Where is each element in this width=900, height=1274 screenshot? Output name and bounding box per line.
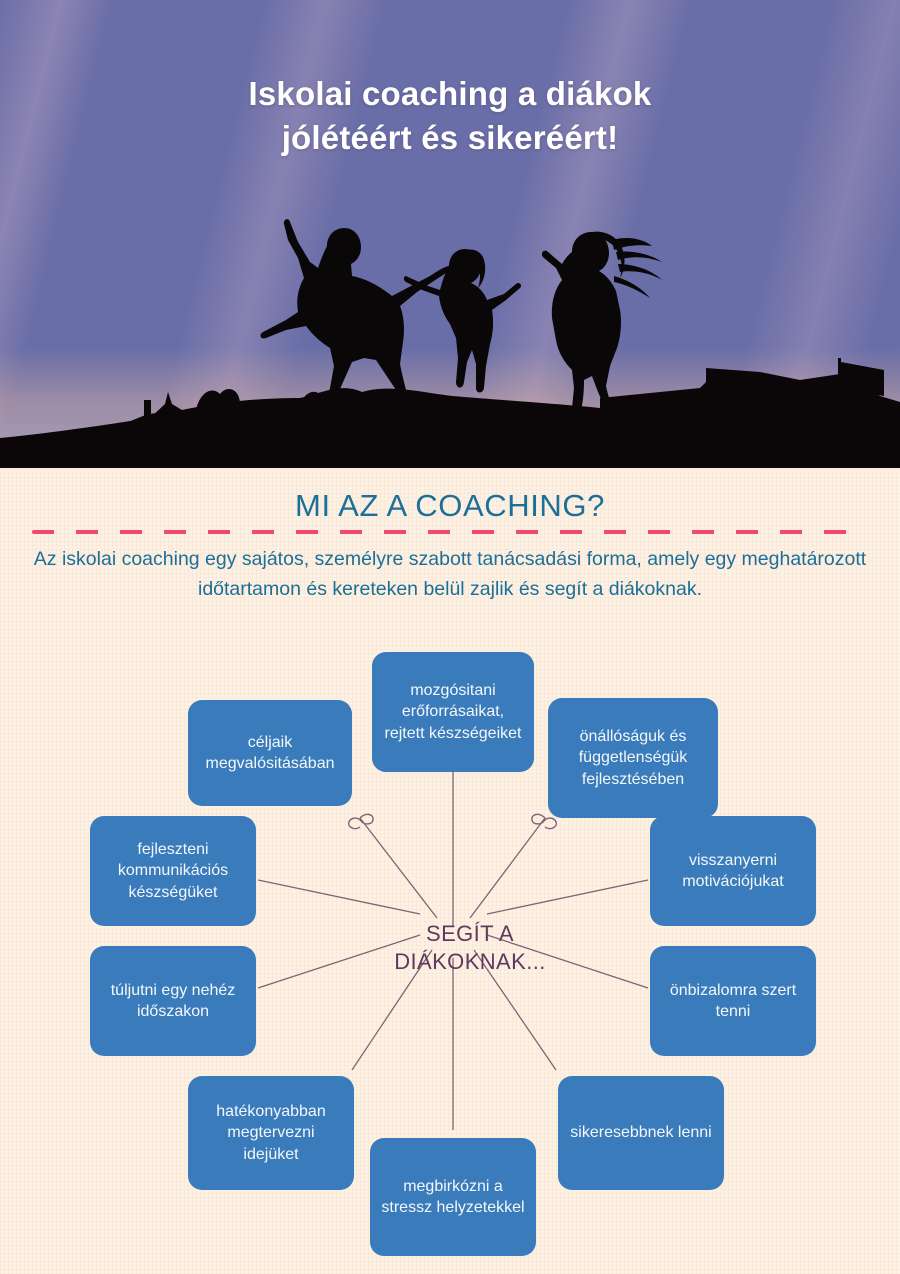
node-sikeresebbnek[interactable]: sikeresebbnek lenni xyxy=(558,1076,724,1190)
dashed-divider xyxy=(32,530,868,534)
node-megbirkozni[interactable]: megbirkózni a stressz helyzetekkel xyxy=(370,1138,536,1256)
hero-title-line-2: jólétéért és sikeréért! xyxy=(281,118,619,156)
hero-title-line-1: Iskolai coaching a diákok xyxy=(248,75,652,112)
hub-line-2: DIÁKOKNAK... xyxy=(394,948,546,974)
node-onbizalomra[interactable]: önbizalomra szert tenni xyxy=(650,946,816,1056)
section-heading: MI AZ A COACHING? xyxy=(295,488,605,523)
node-mozgositani[interactable]: mozgósitani erőforrásaikat, rejtett kész… xyxy=(372,652,534,772)
node-onallosaguk[interactable]: önállóságuk és függetlenségük fejlesztés… xyxy=(548,698,718,818)
radial-diagram: SEGÍT A DIÁKOKNAK... mozgósitani erőforr… xyxy=(0,630,900,1270)
hero-banner: Iskolai coaching a diákok jólétéért és s… xyxy=(0,0,900,468)
node-visszanyerni[interactable]: visszanyerni motivációjukat xyxy=(650,816,816,926)
hero-title: Iskolai coaching a diákok jólétéért és s… xyxy=(0,72,900,160)
node-hatekonyabban[interactable]: hatékonyabban megtervezni idejüket xyxy=(188,1076,354,1190)
node-fejleszteni[interactable]: fejleszteni kommunikációs készségüket xyxy=(90,816,256,926)
section-intro-text: Az iskolai coaching egy sajátos, személy… xyxy=(33,548,867,600)
diagram-hub-label: SEGÍT A DIÁKOKNAK... xyxy=(370,920,570,975)
connector-lines xyxy=(257,772,649,1130)
hub-line-1: SEGÍT A xyxy=(426,921,514,946)
node-tuljutni[interactable]: túljutni egy nehéz időszakon xyxy=(90,946,256,1056)
node-celjaik[interactable]: céljaik megvalósitásában xyxy=(188,700,352,806)
jumping-silhouettes-image xyxy=(0,219,900,468)
